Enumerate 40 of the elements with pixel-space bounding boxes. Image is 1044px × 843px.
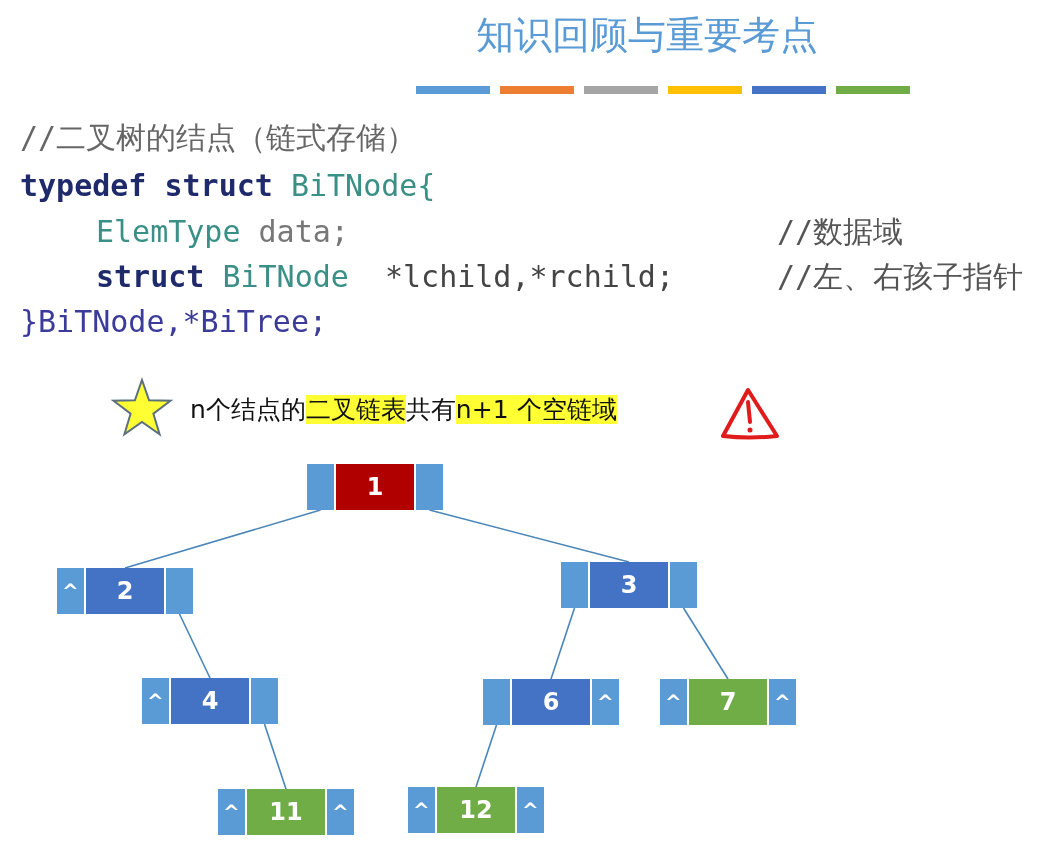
data-cell: 7 [689, 679, 767, 725]
code-line: typedef struct BiTNode{ [20, 168, 436, 204]
pointer-cell: ^ [57, 568, 84, 614]
pointer-cell [416, 464, 443, 510]
code-line: }BiTNode,*BiTree; [20, 304, 328, 340]
connector-line [550, 607, 576, 680]
pointer-cell: ^ [660, 679, 687, 725]
pointer-cell: ^ [592, 679, 619, 725]
connector-line [682, 607, 729, 680]
data-cell: 11 [247, 789, 325, 835]
data-cell: 6 [512, 679, 590, 725]
connector-line [178, 613, 211, 679]
code-line: ElemType data; [96, 214, 349, 250]
pointer-cell: ^ [218, 789, 245, 835]
pointer-cell: ^ [408, 787, 435, 833]
data-cell: 3 [590, 562, 668, 608]
connector-line [263, 723, 287, 790]
pointer-cell [251, 678, 278, 724]
pointer-cell [670, 562, 697, 608]
connector-line [475, 724, 498, 788]
pointer-cell: ^ [517, 787, 544, 833]
pointer-cell [483, 679, 510, 725]
connector-line [124, 509, 322, 569]
pointer-cell: ^ [142, 678, 169, 724]
code-comment: //左、右孩子指针 [777, 259, 1024, 295]
code-comment: //二叉树的结点（链式存储） [20, 120, 417, 156]
pointer-cell: ^ [769, 679, 796, 725]
pointer-cell: ^ [327, 789, 354, 835]
data-cell: 4 [171, 678, 249, 724]
pointer-cell [307, 464, 334, 510]
code-comment: //数据域 [777, 214, 904, 250]
data-cell: 12 [437, 787, 515, 833]
pointer-cell [561, 562, 588, 608]
note-sentence: n个结点的二叉链表共有n+1 个空链域 [190, 394, 617, 426]
pointer-cell [166, 568, 193, 614]
title: 知识回顾与重要考点 [475, 12, 819, 59]
data-cell: 2 [86, 568, 164, 614]
connector-line [428, 509, 630, 563]
code-line: struct BiTNode *lchild,*rchild; [96, 259, 674, 295]
data-cell: 1 [336, 464, 414, 510]
